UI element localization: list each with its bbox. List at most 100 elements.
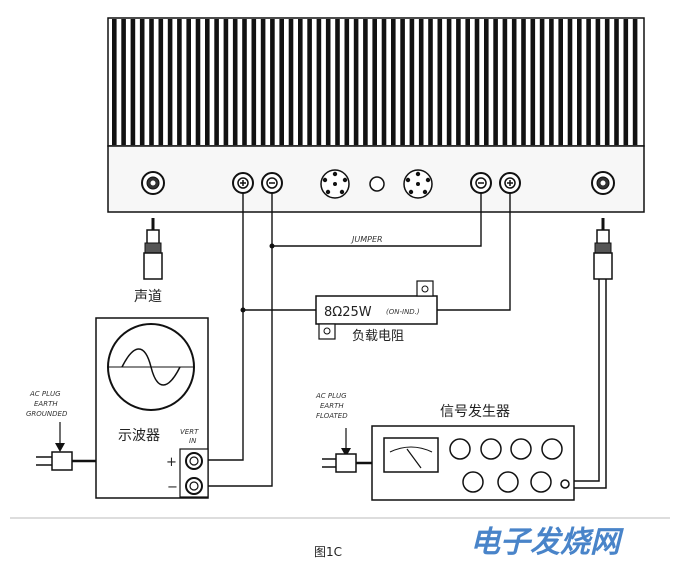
heatsink-fin [456,19,461,145]
heatsink-fin [604,19,610,145]
heatsink-fin [484,19,489,145]
heatsink-fin [325,19,331,145]
channel-label: 声道 [134,289,162,305]
heatsink-fin [344,19,350,145]
heatsink-fin [567,19,573,145]
right-speaker-terminal-positive [499,172,521,194]
load-resistor [315,280,438,340]
left-ac-plug-label-1: AC PLUG [29,390,61,398]
heatsink-fin [298,19,303,145]
right-ac-plug [322,428,372,473]
heatsink-fin [130,19,136,145]
heatsink-fin [335,19,340,145]
figure-caption: 图1C [314,545,342,559]
right-ac-plug-label-3: FLOATED [316,412,348,420]
right-ac-plug-label-2: EARTH [320,402,344,410]
heatsink-fin [530,19,536,145]
heatsink-fin [381,19,387,145]
heatsink-fin [632,19,638,145]
heatsink-fin [260,19,266,145]
heatsink-fin [372,19,377,145]
wiring [207,193,511,487]
signal-generator [371,425,575,501]
heatsink-fin [391,19,396,145]
left-input-jack [141,171,165,195]
heatsink-fin [586,19,591,145]
left-speaker-terminal-positive [232,172,254,194]
junction-dot [240,307,246,313]
heatsink-fin [614,19,619,145]
heatsink-fin [511,19,517,145]
channel-rca-plug [143,218,163,280]
heatsink-fin [428,19,433,145]
heatsink-fin [418,19,424,145]
right-ac-plug-label-1: AC PLUG [315,392,347,400]
heatsink-fin [316,19,322,145]
amplifier-heatsink [107,17,645,147]
heatsink-fin [223,19,229,145]
heatsink-fin [437,19,443,145]
amplifier-rear-panel [107,145,645,213]
heatsink-fin [502,19,508,145]
heatsink-fin [270,19,275,145]
heatsink-fin [279,19,284,145]
resistor-type: (ON-IND.) [386,308,420,316]
heatsink-fin [521,19,526,145]
heatsink-fin [595,19,601,145]
heatsink-fin [446,19,452,145]
heatsink-fin [539,19,545,145]
heatsink-fin [205,19,210,145]
heatsink-fin [232,19,238,145]
heatsink-fin [242,19,247,145]
heatsink-fin [400,19,405,145]
heatsink-fin [474,19,480,145]
heatsink-fin [195,19,201,145]
oscilloscope-label: 示波器 [118,428,160,444]
heatsink-fin [186,19,191,145]
load-resistor-label: 负载电阻 [352,329,404,344]
heatsink-fin [623,19,629,145]
heatsink-fin [112,19,117,145]
heatsink-fin [353,19,359,145]
watermark-logo: 电子发烧网 [470,525,624,560]
heatsink-fin [214,19,219,145]
heatsink-fin [167,19,173,145]
jumper-label: JUMPER [350,235,383,244]
minus-label: − [167,480,178,495]
heatsink-fin [409,19,415,145]
heatsink-fin [493,19,498,145]
vert-in-label-2: IN [189,437,197,445]
heatsink-fin [577,19,582,145]
left-ac-plug [36,422,96,471]
signal-generator-label: 信号发生器 [440,404,510,420]
signal-cable [565,279,607,489]
resistor-value: 8Ω25W [324,305,372,320]
heatsink-fin [158,19,164,145]
right-speaker-terminal-negative [470,172,492,194]
left-speaker-terminal-negative [261,172,283,194]
panel-hole [369,176,385,192]
heatsink-fin [121,19,126,145]
signal-rca-plug [593,218,613,280]
heatsink-fin [558,19,563,145]
left-ac-plug-label-2: EARTH [34,400,58,408]
heatsink-fin [149,19,154,145]
din-socket-left [320,169,350,199]
heatsink-fin [363,19,368,145]
heatsink-fin [307,19,312,145]
oscilloscope [95,317,209,499]
heatsink-fin [251,19,257,145]
heatsink-fins [112,19,638,145]
plus-label: + [166,455,177,470]
heatsink-fin [288,19,294,145]
right-input-jack [591,171,615,195]
junction-dot [269,243,275,249]
heatsink-fin [465,19,470,145]
din-socket-right [403,169,433,199]
heatsink-fin [139,19,145,145]
vert-in-label-1: VERT [180,428,199,436]
heatsink-fin [549,19,554,145]
left-ac-plug-label-3: GROUNDED [26,410,68,418]
heatsink-fin [177,19,182,145]
